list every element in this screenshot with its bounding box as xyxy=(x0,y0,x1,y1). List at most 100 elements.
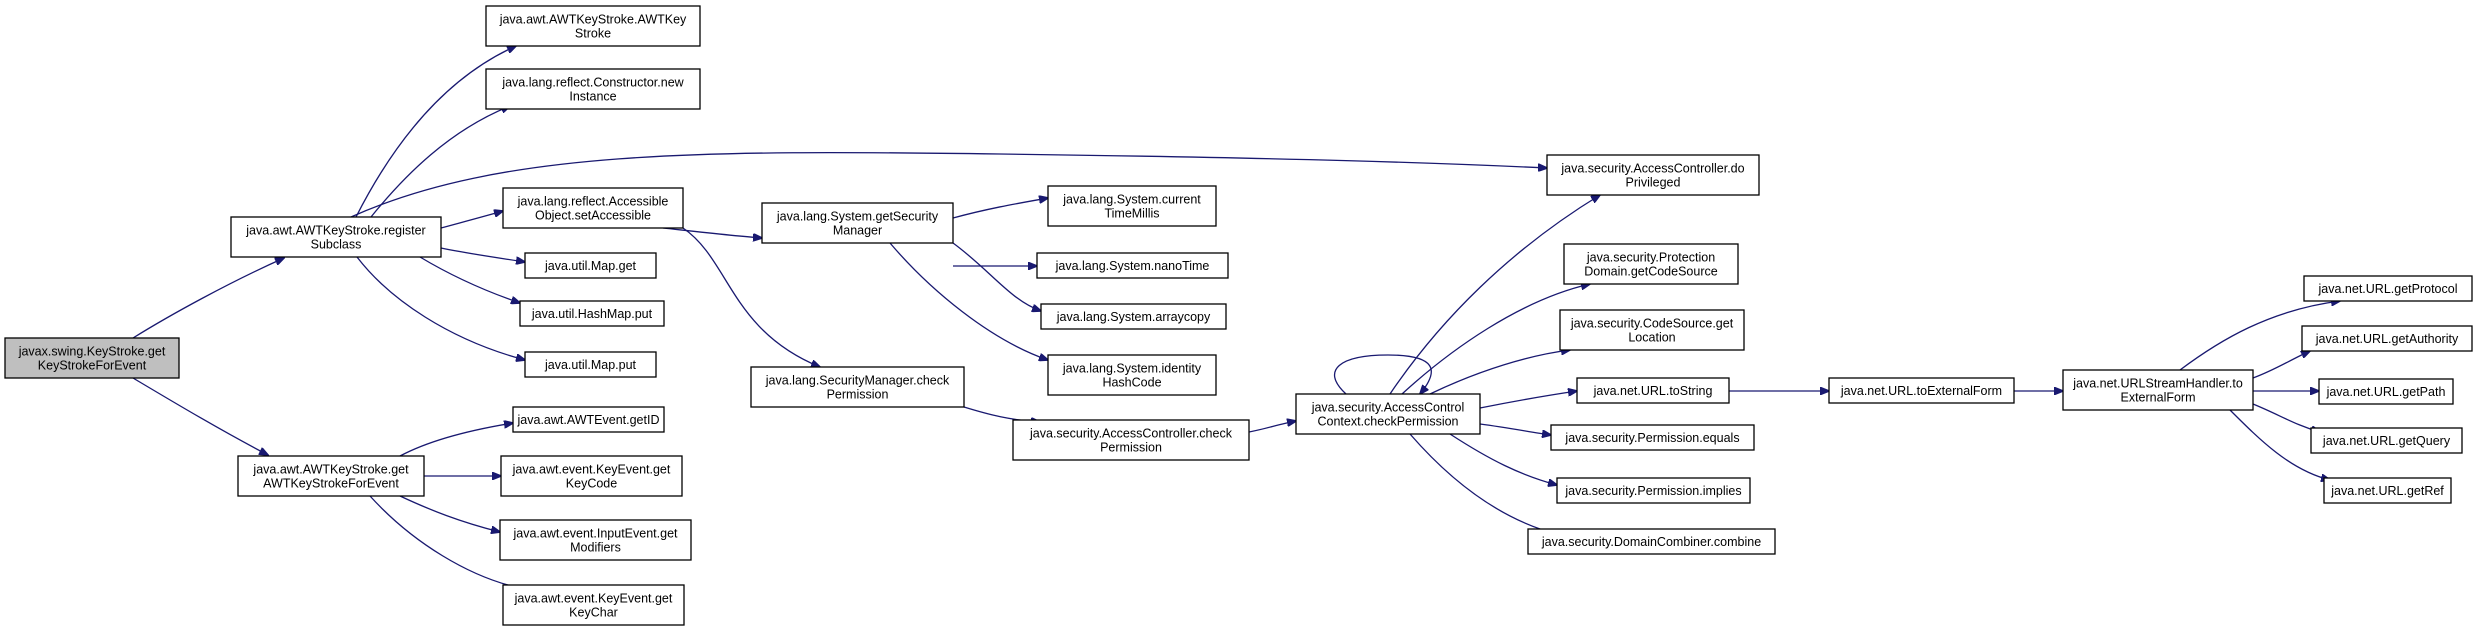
node-box xyxy=(1563,243,1739,285)
node-label: java.security.AccessControl xyxy=(1311,401,1465,415)
edge-line xyxy=(662,227,762,238)
node-box xyxy=(237,455,425,497)
node-box xyxy=(1559,309,1745,351)
node-getprotocol[interactable]: java.net.URL.getProtocol xyxy=(2303,275,2473,302)
edge-line xyxy=(132,377,268,455)
node-mapget[interactable]: java.util.Map.get xyxy=(524,252,657,279)
edge-line xyxy=(1449,433,1557,485)
node-urltoext[interactable]: java.net.URL.toExternalForm xyxy=(1828,377,2015,404)
node-setacc[interactable]: java.lang.reflect.AccessibleObject.setAc… xyxy=(502,187,684,229)
edge-line xyxy=(2229,409,2330,480)
node-label: KeyCode xyxy=(566,477,617,491)
node-label: Permission xyxy=(1100,441,1162,455)
node-label: java.util.HashMap.put xyxy=(531,307,653,321)
node-label: java.security.CodeSource.get xyxy=(1570,317,1734,331)
node-box xyxy=(4,337,180,379)
node-label: java.awt.AWTKeyStroke.get xyxy=(252,463,409,477)
edge-getawt-to-getid xyxy=(399,423,513,457)
node-urltostring[interactable]: java.net.URL.toString xyxy=(1576,377,1730,404)
node-label: Modifiers xyxy=(570,541,621,555)
node-box xyxy=(499,519,692,561)
edge-root-to-reg xyxy=(132,258,284,339)
node-label: Subclass xyxy=(311,238,362,252)
node-label: java.awt.AWTKeyStroke.AWTKey xyxy=(499,13,687,27)
edge-reg-to-doprivileged xyxy=(350,151,1547,218)
node-ctor[interactable]: java.lang.reflect.Constructor.newInstanc… xyxy=(485,68,701,110)
node-box xyxy=(1556,477,1751,504)
node-arraycopy[interactable]: java.lang.System.arraycopy xyxy=(1040,303,1227,330)
node-mapput[interactable]: java.util.Map.put xyxy=(524,351,657,378)
edge-line xyxy=(1389,195,1600,395)
node-label: java.awt.AWTEvent.getID xyxy=(517,413,660,427)
node-box xyxy=(1295,393,1481,435)
node-label: java.awt.event.InputEvent.get xyxy=(513,527,679,541)
node-box xyxy=(2318,378,2454,405)
node-label: java.net.URL.getProtocol xyxy=(2318,282,2458,296)
node-box xyxy=(2323,477,2452,504)
edge-getawt-to-modifiers xyxy=(399,495,500,532)
node-awtks[interactable]: java.awt.AWTKeyStroke.AWTKeyStroke xyxy=(485,5,701,47)
node-getawt[interactable]: java.awt.AWTKeyStroke.getAWTKeyStrokeFor… xyxy=(237,455,425,497)
node-label: java.security.AccessController.check xyxy=(1029,427,1233,441)
node-dccombine[interactable]: java.security.DomainCombiner.combine xyxy=(1527,528,1776,555)
edge-setacc-to-smcheck xyxy=(682,227,820,367)
node-permequals[interactable]: java.security.Permission.equals xyxy=(1550,424,1755,451)
node-permimplies[interactable]: java.security.Permission.implies xyxy=(1556,477,1751,504)
node-accctx[interactable]: java.security.AccessControlContext.check… xyxy=(1295,393,1481,435)
node-label: java.net.URL.getAuthority xyxy=(2315,332,2459,346)
node-label: Permission xyxy=(827,388,889,402)
node-root[interactable]: javax.swing.KeyStroke.getKeyStrokeForEve… xyxy=(4,337,180,379)
node-doprivileged[interactable]: java.security.AccessController.doPrivile… xyxy=(1546,154,1760,196)
node-getauthority[interactable]: java.net.URL.getAuthority xyxy=(2301,325,2473,352)
node-label: TimeMillis xyxy=(1104,207,1159,221)
node-ushtoext[interactable]: java.net.URLStreamHandler.toExternalForm xyxy=(2062,369,2254,411)
node-getref[interactable]: java.net.URL.getRef xyxy=(2323,477,2452,504)
edge-line xyxy=(1401,284,1590,395)
node-label: java.security.DomainCombiner.combine xyxy=(1541,535,1761,549)
node-box xyxy=(230,216,442,258)
node-box xyxy=(1036,252,1229,279)
node-nano[interactable]: java.lang.System.nanoTime xyxy=(1036,252,1229,279)
edge-reg-to-awtks xyxy=(355,46,516,218)
node-box xyxy=(1047,354,1217,396)
node-box xyxy=(750,366,965,408)
edge-accctx-to-permimplies xyxy=(1449,433,1557,485)
edge-reg-to-hashput xyxy=(419,256,520,303)
edge-line xyxy=(2252,351,2310,379)
edge-line xyxy=(419,256,520,303)
edge-line xyxy=(1333,354,1432,394)
edge-accctx-to-urltostring xyxy=(1479,391,1577,409)
node-box xyxy=(1527,528,1776,555)
node-label: java.net.URLStreamHandler.to xyxy=(2072,377,2243,391)
node-pdcs[interactable]: java.security.ProtectionDomain.getCodeSo… xyxy=(1563,243,1739,285)
node-smcheck[interactable]: java.lang.SecurityManager.checkPermissio… xyxy=(750,366,965,408)
node-label: Manager xyxy=(833,224,882,238)
node-hashput[interactable]: java.util.HashMap.put xyxy=(519,300,665,327)
node-accheck[interactable]: java.security.AccessController.checkPerm… xyxy=(1012,419,1250,461)
node-box xyxy=(485,5,701,47)
edge-line xyxy=(1479,391,1577,409)
node-label: Privileged xyxy=(1626,176,1681,190)
node-getquery[interactable]: java.net.URL.getQuery xyxy=(2310,427,2463,454)
edge-ushtoext-to-getref xyxy=(2229,409,2330,480)
node-box xyxy=(2062,369,2254,411)
edge-reg-to-ctor xyxy=(370,106,510,218)
node-getid[interactable]: java.awt.AWTEvent.getID xyxy=(512,406,665,433)
node-box xyxy=(1828,377,2015,404)
edge-line xyxy=(350,151,1547,218)
node-label: KeyStrokeForEvent xyxy=(38,359,147,373)
edge-accctx-to-doprivileged xyxy=(1389,195,1600,395)
node-label: java.awt.event.KeyEvent.get xyxy=(512,463,671,477)
node-box xyxy=(1012,419,1250,461)
node-getpath[interactable]: java.net.URL.getPath xyxy=(2318,378,2454,405)
node-label: Instance xyxy=(569,90,616,104)
node-box xyxy=(1047,185,1217,227)
